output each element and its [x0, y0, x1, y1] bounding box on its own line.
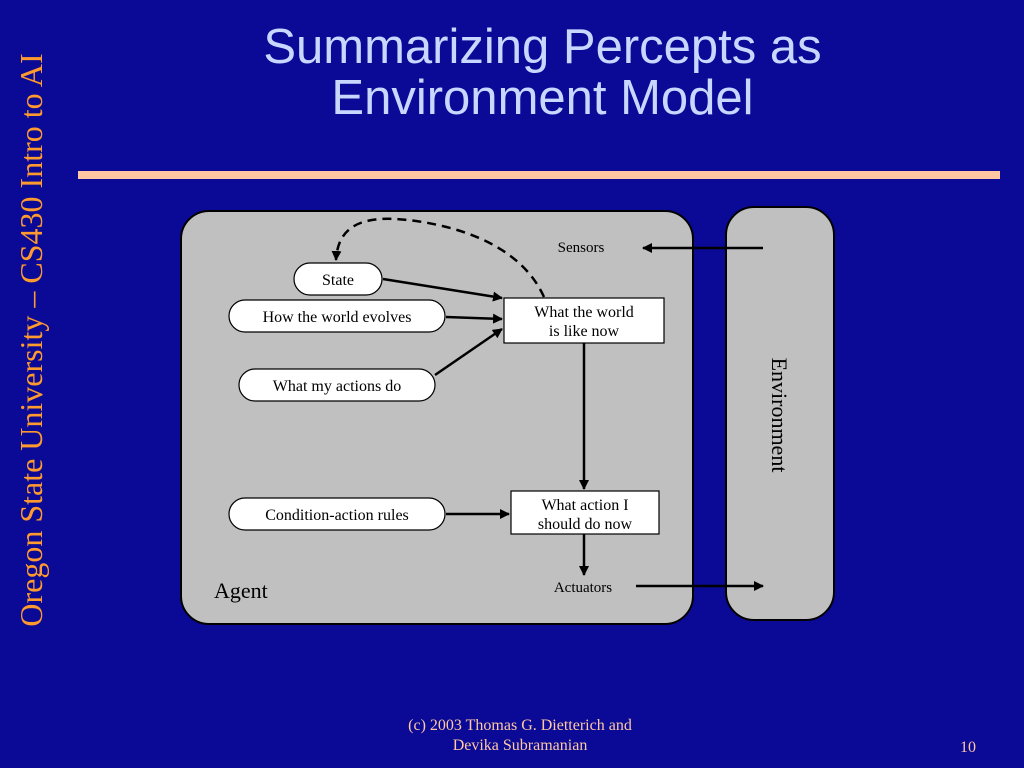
- actuators-label: Actuators: [554, 580, 612, 596]
- agent-label: Agent: [214, 578, 268, 603]
- environment-panel: [725, 206, 835, 621]
- world-now-box: [503, 297, 665, 344]
- action-label-line1: What action I: [541, 497, 628, 514]
- sensors-label: Sensors: [558, 240, 605, 256]
- how-world-evolves-label: How the world evolves: [263, 309, 412, 326]
- condition-action-rules-oval: [228, 497, 446, 531]
- footer-line-2: Devika Subramanian: [452, 737, 588, 754]
- title-divider: [78, 171, 1000, 179]
- vertical-side-caption: Oregon State University – CS430 Intro to…: [13, 53, 49, 627]
- what-my-actions-do-oval: [238, 368, 436, 402]
- agent-environment-diagram: Sensors State How the world evolves What…: [180, 206, 835, 625]
- action-box: [510, 490, 660, 535]
- environment-label: Environment: [767, 358, 792, 473]
- state-oval: [293, 262, 383, 296]
- how-world-evolves-oval: [228, 299, 446, 333]
- arrow-actions-to-world: [434, 327, 503, 377]
- dashed-arrow-world-to-state: [331, 217, 546, 298]
- state-label: State: [322, 272, 354, 289]
- title-line-1: Summarizing Percepts as: [263, 20, 822, 74]
- footer-credit: (c) 2003 Thomas G. Dietterich and Devika…: [370, 716, 670, 756]
- action-label-line2: should do now: [538, 516, 633, 533]
- footer-line-1: (c) 2003 Thomas G. Dietterich and: [408, 717, 632, 734]
- arrow-evolves-to-world: [445, 313, 503, 324]
- world-now-label-line1: What the world: [534, 304, 634, 321]
- slide-title: Summarizing Percepts as Environment Mode…: [120, 22, 965, 124]
- arrow-state-to-world: [382, 277, 503, 302]
- title-line-2: Environment Model: [331, 71, 754, 125]
- agent-panel: [180, 210, 694, 625]
- page-number: 10: [960, 739, 976, 756]
- world-now-label-line2: is like now: [549, 323, 620, 340]
- what-my-actions-do-label: What my actions do: [273, 378, 401, 395]
- condition-action-rules-label: Condition-action rules: [265, 507, 409, 524]
